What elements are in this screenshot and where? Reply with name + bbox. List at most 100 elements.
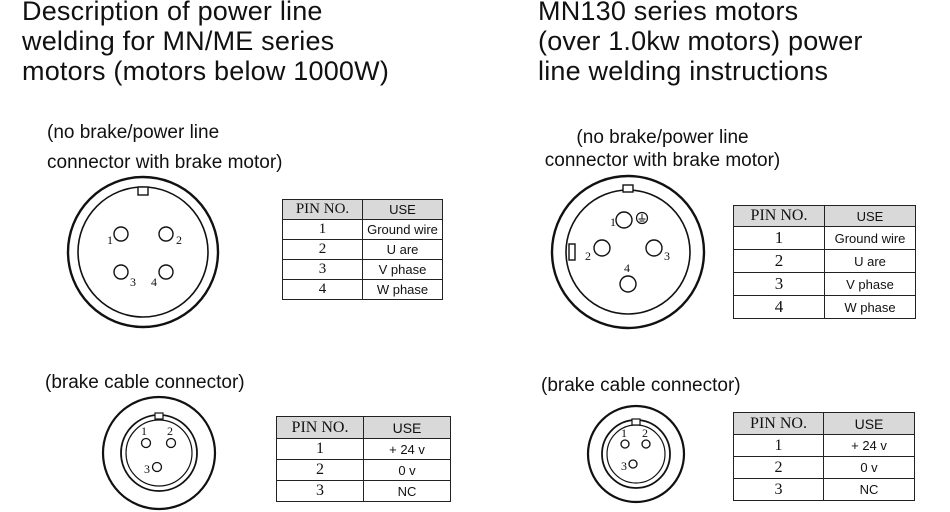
connector-key-notch [137,186,149,196]
pin-number: 4 [282,279,363,300]
pin-number: 2 [276,459,364,481]
right-title-line-1: MN130 series motors [538,0,799,26]
table-row: 1 + 24 v [276,438,451,460]
pin-use: V phase [824,272,916,296]
table-row: 2 0 v [276,459,451,481]
table-row: 4 W phase [282,279,443,300]
pin-number: 1 [733,434,824,457]
right-power-connector-diagram: 1 2 3 4 [550,174,706,330]
left-power-pin-table: PIN NO. USE 1 Ground wire 2 U are 3 V ph… [282,199,443,300]
table-row: 3 V phase [282,259,443,280]
connector-outer-ring [550,174,706,330]
right-brake-connector-diagram: 1 2 3 [586,404,686,504]
pin-4 [158,264,174,280]
pin-1 [620,439,630,449]
pin-label-3: 3 [621,459,627,473]
right-power-caption-line-2: connector with brake motor) [544,150,781,171]
connector-key-notch [622,184,634,193]
pin-number: 3 [733,478,824,501]
pin-label-2: 2 [167,424,173,438]
pin-use: NC [823,478,915,501]
pin-4 [619,275,637,293]
pin-label-3: 3 [130,275,136,289]
left-brake-caption: (brake cable connector) [45,372,245,393]
left-title: Description of power line welding for MN… [22,0,389,86]
table-row: 1 + 24 v [733,434,915,457]
connector-inner-ring [606,424,666,484]
pin-3 [645,239,663,257]
pin-number: 3 [276,480,364,502]
left-brake-connector-diagram: 1 2 3 [101,395,217,511]
pin-use: W phase [362,279,443,300]
connector-outer-ring [586,404,686,504]
right-title-line-2: (over 1.0kw motors) power [538,26,863,56]
pin-use: 0 v [363,459,451,481]
pin-number: 2 [282,239,363,260]
pin-2 [158,226,174,242]
right-brake-pin-table: PIN NO. USE 1 + 24 v 2 0 v 3 NC [733,412,915,501]
pin-number: 1 [282,219,363,240]
pin-1 [113,226,129,242]
pin-label-1: 1 [107,233,113,247]
pin-3 [151,461,163,473]
left-power-caption-line-1: (no brake/power line [47,122,220,143]
header-pin-no: PIN NO. [733,205,825,227]
left-title-line-1: Description of power line [22,0,323,26]
pin-label-2: 2 [585,249,591,263]
pin-use: 0 v [823,456,915,479]
connector-inner-ring [77,186,209,318]
pin-number: 4 [733,295,825,319]
pin-number: 2 [733,249,825,273]
table-row: 2 0 v [733,456,915,479]
left-title-line-2: welding for MN/ME series [22,26,335,56]
right-brake-caption: (brake cable connector) [541,375,741,396]
header-pin-no: PIN NO. [276,416,364,439]
pin-label-4: 4 [151,275,157,289]
ground-icon [635,211,649,225]
table-row: 2 U are [733,249,916,273]
connector-outer-ring [101,395,217,511]
connector-middle-ring [601,419,671,489]
connector-side-key [568,243,576,261]
header-use: USE [824,205,916,227]
pin-number: 1 [733,226,825,250]
pin-number: 3 [282,259,363,280]
connector-key-notch [154,412,164,420]
pin-use: Ground wire [362,219,443,240]
left-title-line-3: motors (motors below 1000W) [22,56,390,86]
pin-number: 1 [276,438,364,460]
pin-use: + 24 v [823,434,915,457]
right-power-pin-table: PIN NO. USE 1 Ground wire 2 U are 3 V ph… [733,205,916,319]
pin-label-3: 3 [664,249,670,263]
pin-label-4: 4 [624,261,630,275]
pin-use: NC [363,480,451,502]
right-title: MN130 series motors (over 1.0kw motors) … [538,0,863,86]
header-pin-no: PIN NO. [282,199,363,220]
table-row: 2 U are [282,239,443,260]
connector-key-notch [631,418,641,426]
table-row: 3 V phase [733,272,916,296]
right-power-caption: (no brake/power line connector with brak… [520,126,805,172]
header-use: USE [363,416,451,439]
pin-1 [615,211,633,229]
pin-label-1: 1 [141,424,147,438]
pin-label-3: 3 [144,462,150,476]
pin-1 [140,437,152,449]
table-row: 1 Ground wire [733,226,916,250]
header-use: USE [823,412,915,435]
pin-use: W phase [824,295,916,319]
table-row: 4 W phase [733,295,916,319]
header-pin-no: PIN NO. [733,412,824,435]
table-row: 3 NC [276,480,451,502]
pin-use: + 24 v [363,438,451,460]
connector-inner-ring [125,419,193,487]
pin-label-2: 2 [642,426,648,440]
pin-2 [165,437,177,449]
header-use: USE [362,199,443,220]
pin-2 [641,439,651,449]
table-row: 3 NC [733,478,915,501]
right-power-caption-line-1: (no brake/power line [576,127,749,148]
left-power-caption-line-2: connector with brake motor) [47,152,283,173]
pin-use: Ground wire [824,226,916,250]
left-brake-pin-table: PIN NO. USE 1 + 24 v 2 0 v 3 NC [276,416,451,502]
